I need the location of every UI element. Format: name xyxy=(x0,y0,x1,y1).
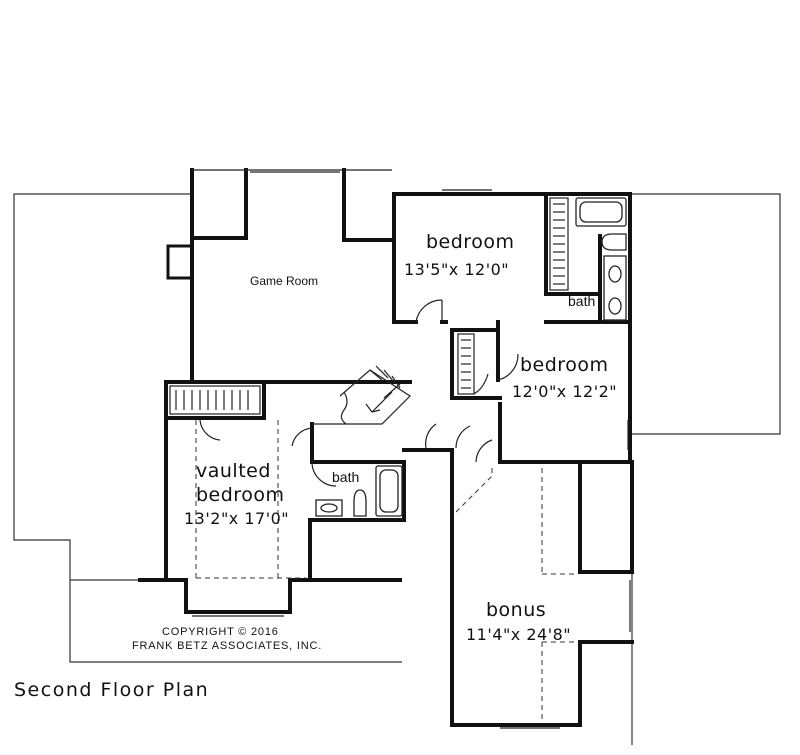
vaulted-bedroom-closet xyxy=(169,385,261,415)
bath-1-fixtures xyxy=(575,197,627,321)
bedroom-2-name: bedroom xyxy=(520,354,609,376)
hall-doors xyxy=(291,423,493,463)
copyright-line-2: FRANK BETZ ASSOCIATES, INC. xyxy=(132,640,323,652)
bath-2-fixtures xyxy=(311,461,403,517)
bonus-room-name: bonus xyxy=(486,599,547,621)
roof-outline-left xyxy=(13,193,402,663)
bonus-room-walls xyxy=(450,448,634,729)
vaulted-bedroom-walls xyxy=(138,419,406,617)
plan-caption: Second Floor Plan xyxy=(14,679,210,701)
vaulted-bedroom-name-line2: bedroom xyxy=(196,484,285,506)
stair xyxy=(312,365,411,425)
bonus-room-dimensions: 11'4"x 24'8" xyxy=(466,625,572,644)
bedroom-2-dimensions: 12'0"x 12'2" xyxy=(512,382,618,401)
bedroom-1-name: bedroom xyxy=(426,231,515,253)
bedroom-2-closet xyxy=(457,333,489,395)
roof-outline-right xyxy=(630,193,781,745)
vaulted-bedroom-dimensions: 13'2"x 17'0" xyxy=(184,509,290,528)
bath-2-label: bath xyxy=(332,469,360,485)
bath-1-label: bath xyxy=(568,293,596,309)
hall-walls xyxy=(164,380,452,582)
vaulted-bedroom-name-line1: vaulted xyxy=(196,460,271,482)
bedroom-1-closet xyxy=(549,197,569,291)
bedroom-1-dimensions: 13'5"x 12'0" xyxy=(404,260,510,279)
game-room-label: Game Room xyxy=(250,274,319,288)
copyright-line-1: COPYRIGHT © 2016 xyxy=(162,626,279,638)
bedroom-1-walls xyxy=(392,189,632,324)
